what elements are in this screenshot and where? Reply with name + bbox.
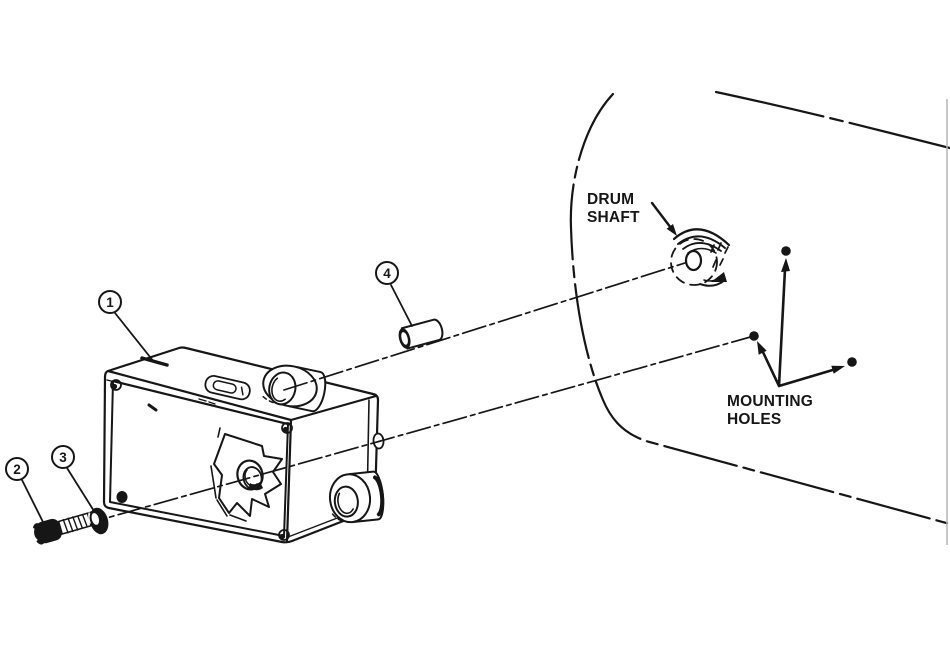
arrowhead-left <box>757 341 767 355</box>
leader-3 <box>66 467 95 512</box>
pin-part-4 <box>398 318 444 350</box>
side-shaft-boss <box>328 470 385 524</box>
drum-top-edge <box>714 90 950 150</box>
leader-1 <box>114 312 155 363</box>
mounting-hole-dot-top <box>781 246 791 256</box>
drum-cylinder-outline <box>569 90 950 545</box>
leader-4 <box>390 284 413 327</box>
label-mounting-holes-line2: HOLES <box>727 411 782 428</box>
callout-3: 3 <box>51 445 75 469</box>
bolt-part-2 <box>31 511 96 545</box>
housing-mounting-hole <box>116 491 128 503</box>
leader-2 <box>21 479 47 529</box>
mounting-hole-markers <box>749 246 857 388</box>
drum-shaft-arrow <box>650 201 677 236</box>
arrowhead-top <box>781 258 790 272</box>
washer-part-3 <box>88 507 109 535</box>
callout-leader-lines <box>21 284 413 529</box>
star-flange-opening <box>210 427 283 522</box>
callout-2: 2 <box>5 457 29 481</box>
drum-shaft-bore <box>684 249 703 272</box>
housing-top-front-edge <box>106 369 293 422</box>
label-drum-shaft-line2: SHAFT <box>587 209 640 226</box>
label-drum-shaft: DRUM SHAFT <box>587 191 640 227</box>
cover-screws <box>110 379 293 541</box>
top-shaft-boss <box>262 364 327 413</box>
arrowhead-right <box>831 365 845 374</box>
label-mounting-holes: MOUNTING HOLES <box>727 393 813 429</box>
callout-4: 4 <box>375 261 399 285</box>
center-line-mounting-axis <box>45 335 755 536</box>
top-slot-plate <box>204 374 251 401</box>
label-drum-shaft-line1: DRUM <box>587 191 635 208</box>
label-mounting-holes-line1: MOUNTING <box>727 393 813 410</box>
mounting-hole-dot-right <box>847 357 857 367</box>
callout-1: 1 <box>98 290 122 314</box>
gearbox-housing <box>102 346 385 544</box>
center-line-shaft-axis <box>283 261 689 391</box>
mounting-hole-dot-left <box>749 331 759 341</box>
